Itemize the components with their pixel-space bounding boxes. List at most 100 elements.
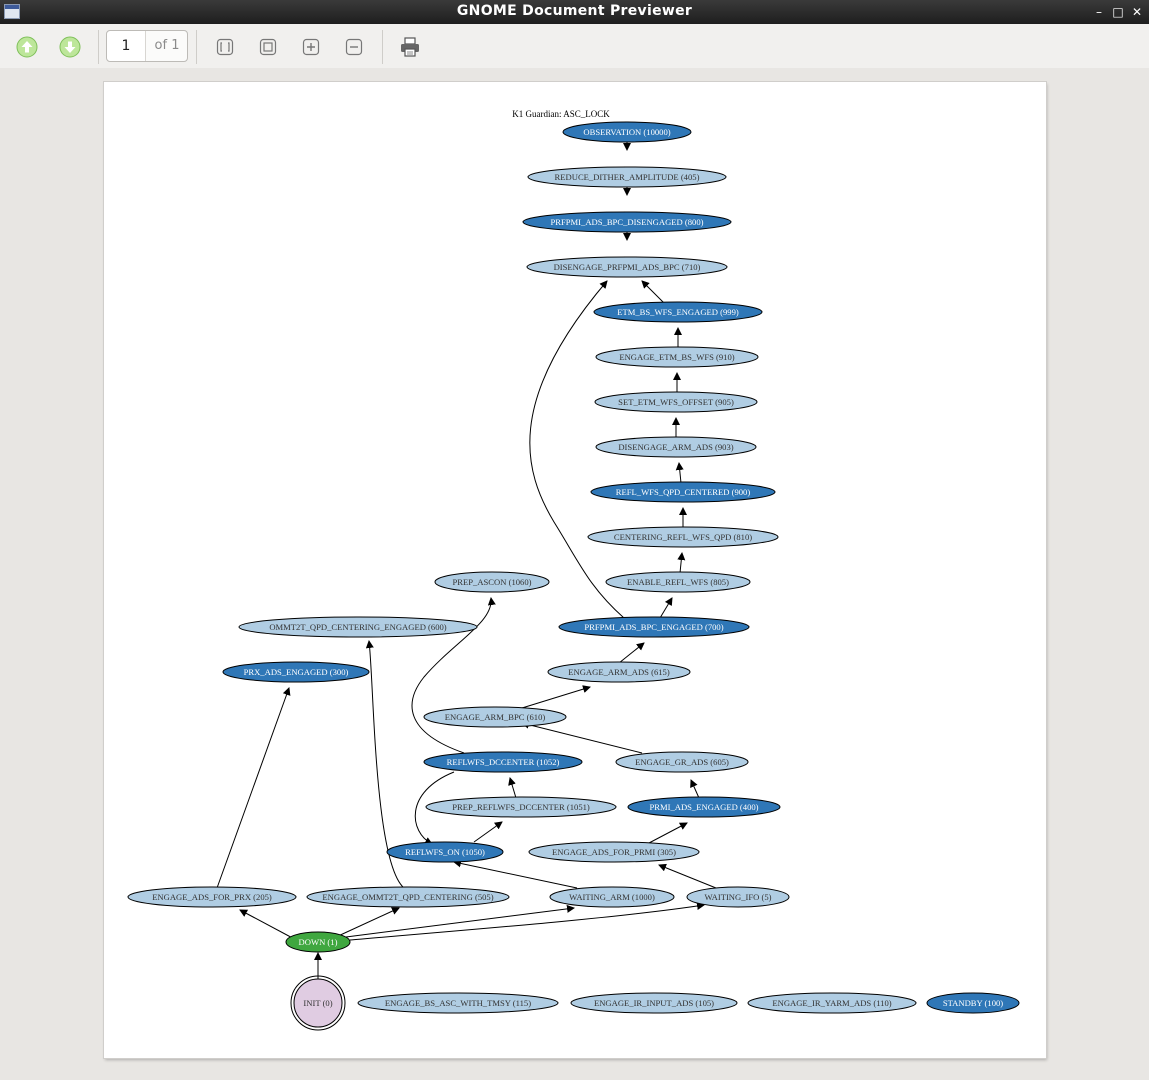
state-label: PREP_REFLWFS_DCCENTER (1051)	[452, 802, 590, 812]
arrow-up-icon	[16, 36, 38, 58]
state-label: INIT (0)	[303, 998, 332, 1008]
app-window-icon	[4, 4, 20, 19]
edge	[675, 462, 684, 484]
next-page-button[interactable]	[55, 32, 85, 62]
toolbar: of 1	[0, 24, 1149, 69]
state-label: ENGAGE_GR_ADS (605)	[635, 757, 729, 767]
edge	[690, 779, 700, 799]
state-node-down: DOWN (1)	[285, 931, 351, 953]
printer-icon	[401, 37, 419, 57]
state-label: ENABLE_REFL_WFS (805)	[627, 577, 729, 587]
page-number-input[interactable]	[107, 31, 146, 61]
edge	[529, 280, 625, 619]
state-node-engage-ads-for-prx: ENGAGE_ADS_FOR_PRX (205)	[127, 886, 297, 908]
state-node-reflwfs-on: REFLWFS_ON (1050)	[386, 841, 504, 863]
state-label: REFL_WFS_QPD_CENTERED (900)	[616, 487, 751, 497]
window-titlebar: GNOME Document Previewer – □ ✕	[0, 0, 1149, 24]
edge	[365, 640, 405, 889]
edge	[335, 907, 400, 938]
state-label: OBSERVATION (10000)	[583, 127, 670, 137]
state-label: REDUCE_DITHER_AMPLITUDE (405)	[555, 172, 700, 182]
state-label: ENGAGE_IR_INPUT_ADS (105)	[594, 998, 714, 1008]
edge	[659, 597, 673, 619]
state-node-centering-refl-wfs-qpd: CENTERING_REFL_WFS_QPD (810)	[587, 526, 779, 548]
toolbar-separator	[382, 30, 383, 64]
state-node-waiting-ifo: WAITING_IFO (5)	[686, 886, 790, 908]
state-label: WAITING_ARM (1000)	[569, 892, 655, 902]
state-label: ENGAGE_ARM_BPC (610)	[445, 712, 546, 722]
state-label: ENGAGE_BS_ASC_WITH_TMSY (115)	[385, 998, 531, 1008]
graph-edges	[216, 138, 717, 980]
state-label: REFLWFS_ON (1050)	[405, 847, 485, 857]
zoom-in-button[interactable]	[296, 32, 326, 62]
fit-page-icon	[216, 38, 234, 56]
state-node-set-etm-wfs-offset: SET_ETM_WFS_OFFSET (905)	[594, 391, 758, 413]
state-node-engage-bs-asc-with-tmsy: ENGAGE_BS_ASC_WITH_TMSY (115)	[357, 992, 559, 1014]
minimize-button[interactable]: –	[1096, 5, 1102, 19]
state-graph: K1 Guardian: ASC_LOCK	[127, 109, 1020, 1031]
state-node-engage-ommt2t-qpd-centering: ENGAGE_OMMT2T_QPD_CENTERING (505)	[306, 886, 510, 908]
state-label: ETM_BS_WFS_ENGAGED (999)	[617, 307, 739, 317]
document-viewer[interactable]: K1 Guardian: ASC_LOCK	[0, 68, 1149, 1080]
state-label: ENGAGE_OMMT2T_QPD_CENTERING (505)	[322, 892, 493, 902]
state-label: PRFPMI_ADS_BPC_ENGAGED (700)	[584, 622, 723, 632]
state-node-refl-wfs-qpd-centered: REFL_WFS_QPD_CENTERED (900)	[590, 481, 776, 503]
previous-page-button[interactable]	[12, 32, 42, 62]
edge	[414, 771, 455, 845]
state-node-standby: STANDBY (100)	[926, 992, 1020, 1014]
edge	[411, 597, 496, 754]
state-node-prfpmi-ads-bpc-engaged: PRFPMI_ADS_BPC_ENGAGED (700)	[558, 616, 750, 638]
state-label: DISENGAGE_PRFPMI_ADS_BPC (710)	[554, 262, 701, 272]
state-label: SET_ETM_WFS_OFFSET (905)	[618, 397, 734, 407]
close-button[interactable]: ✕	[1131, 5, 1143, 19]
toolbar-separator	[98, 30, 99, 64]
state-node-disengage-arm-ads: DISENGAGE_ARM_ADS (903)	[595, 436, 757, 458]
state-node-prmi-ads-engaged: PRMI_ADS_ENGAGED (400)	[627, 796, 781, 818]
state-node-prep-ascon: PREP_ASCON (1060)	[434, 571, 550, 593]
state-node-engage-ads-for-prmi: ENGAGE_ADS_FOR_PRMI (305)	[528, 841, 700, 863]
maximize-button[interactable]: □	[1112, 5, 1124, 19]
edge	[453, 859, 578, 889]
state-node-engage-ir-input-ads: ENGAGE_IR_INPUT_ADS (105)	[570, 992, 738, 1014]
page-total-label: of 1	[154, 38, 180, 53]
state-label: CENTERING_REFL_WFS_QPD (810)	[614, 532, 752, 542]
state-label: ENGAGE_ADS_FOR_PRX (205)	[152, 892, 272, 902]
edge	[473, 821, 503, 843]
state-node-reduce-dither: REDUCE_DITHER_AMPLITUDE (405)	[527, 166, 727, 188]
state-label: DOWN (1)	[299, 937, 338, 947]
fit-width-button[interactable]	[253, 32, 283, 62]
state-label: PREP_ASCON (1060)	[452, 577, 531, 587]
state-node-engage-gr-ads: ENGAGE_GR_ADS (605)	[615, 751, 749, 773]
edge	[658, 863, 717, 889]
state-node-engage-arm-ads: ENGAGE_ARM_ADS (615)	[547, 661, 691, 683]
state-label: ENGAGE_ETM_BS_WFS (910)	[619, 352, 734, 362]
state-node-engage-arm-bpc: ENGAGE_ARM_BPC (610)	[423, 706, 567, 728]
edge	[677, 552, 686, 574]
state-node-prfpmi-ads-bpc-disengaged: PRFPMI_ADS_BPC_DISENGAGED (800)	[522, 211, 732, 233]
document-page: K1 Guardian: ASC_LOCK	[104, 82, 1046, 1058]
state-node-observation: OBSERVATION (10000)	[562, 121, 692, 143]
state-label: REFLWFS_DCCENTER (1052)	[447, 757, 560, 767]
print-button[interactable]	[395, 32, 425, 62]
page-navigator: of 1	[106, 30, 188, 62]
state-node-engage-ir-yarm-ads: ENGAGE_IR_YARM_ADS (110)	[747, 992, 917, 1014]
zoom-out-button[interactable]	[339, 32, 369, 62]
state-label: ENGAGE_IR_YARM_ADS (110)	[772, 998, 891, 1008]
state-node-etm-bs-wfs-engaged: ETM_BS_WFS_ENGAGED (999)	[593, 301, 763, 323]
state-node-prx-ads-engaged: PRX_ADS_ENGAGED (300)	[222, 661, 370, 683]
edge	[648, 822, 688, 844]
state-label: STANDBY (100)	[943, 998, 1003, 1008]
edge	[345, 904, 575, 938]
state-label: PRFPMI_ADS_BPC_DISENGAGED (800)	[550, 217, 703, 227]
state-label: ENGAGE_ADS_FOR_PRMI (305)	[552, 847, 676, 857]
state-node-disengage-prfpmi-ads-bpc: DISENGAGE_PRFPMI_ADS_BPC (710)	[526, 256, 728, 278]
state-node-enable-refl-wfs: ENABLE_REFL_WFS (805)	[605, 571, 751, 593]
edge	[521, 720, 643, 754]
state-label: PRX_ADS_ENGAGED (300)	[244, 667, 349, 677]
state-node-prep-reflwfs-dccenter: PREP_REFLWFS_DCCENTER (1051)	[425, 796, 617, 818]
window-title: GNOME Document Previewer	[456, 3, 693, 19]
state-label: DISENGAGE_ARM_ADS (903)	[618, 442, 733, 452]
graph-title: K1 Guardian: ASC_LOCK	[512, 109, 610, 119]
edge	[349, 902, 705, 941]
fit-page-button[interactable]	[210, 32, 240, 62]
